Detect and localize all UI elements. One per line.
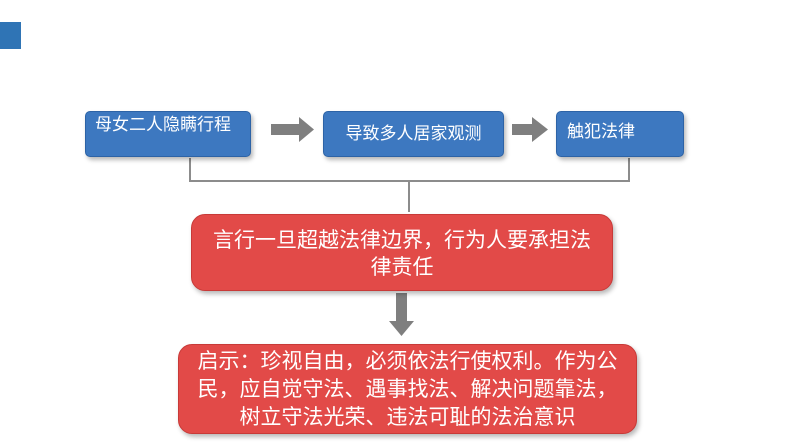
steps-bracket bbox=[189, 158, 630, 212]
arrow-step2-to-step3 bbox=[512, 117, 548, 142]
step-label: 导致多人居家观测 bbox=[345, 123, 482, 144]
corner-accent-square bbox=[0, 22, 21, 49]
insight-text: 启示：珍视自由，必须依法行使权利。作为公民，应自觉守法、遇事找法、解决问题靠法，… bbox=[197, 349, 618, 429]
conclusion-text: 言行一旦超越法律边界，行为人要承担法律责任 bbox=[213, 228, 591, 279]
step-home-observation: 导致多人居家观测 bbox=[323, 111, 504, 157]
insight-box: 启示：珍视自由，必须依法行使权利。作为公民，应自觉守法、遇事找法、解决问题靠法，… bbox=[178, 344, 637, 434]
arrow-step1-to-step2 bbox=[271, 117, 314, 142]
conclusion-box: 言行一旦超越法律边界，行为人要承担法律责任 bbox=[191, 214, 613, 291]
arrow-conclusion-to-insight bbox=[389, 293, 414, 336]
step-violated-law: 触犯法律 bbox=[556, 111, 684, 157]
step-label: 母女二人隐瞒行程 bbox=[95, 115, 231, 135]
step-label: 触犯法律 bbox=[567, 122, 635, 142]
step-concealed-itinerary: 母女二人隐瞒行程 bbox=[85, 111, 251, 157]
